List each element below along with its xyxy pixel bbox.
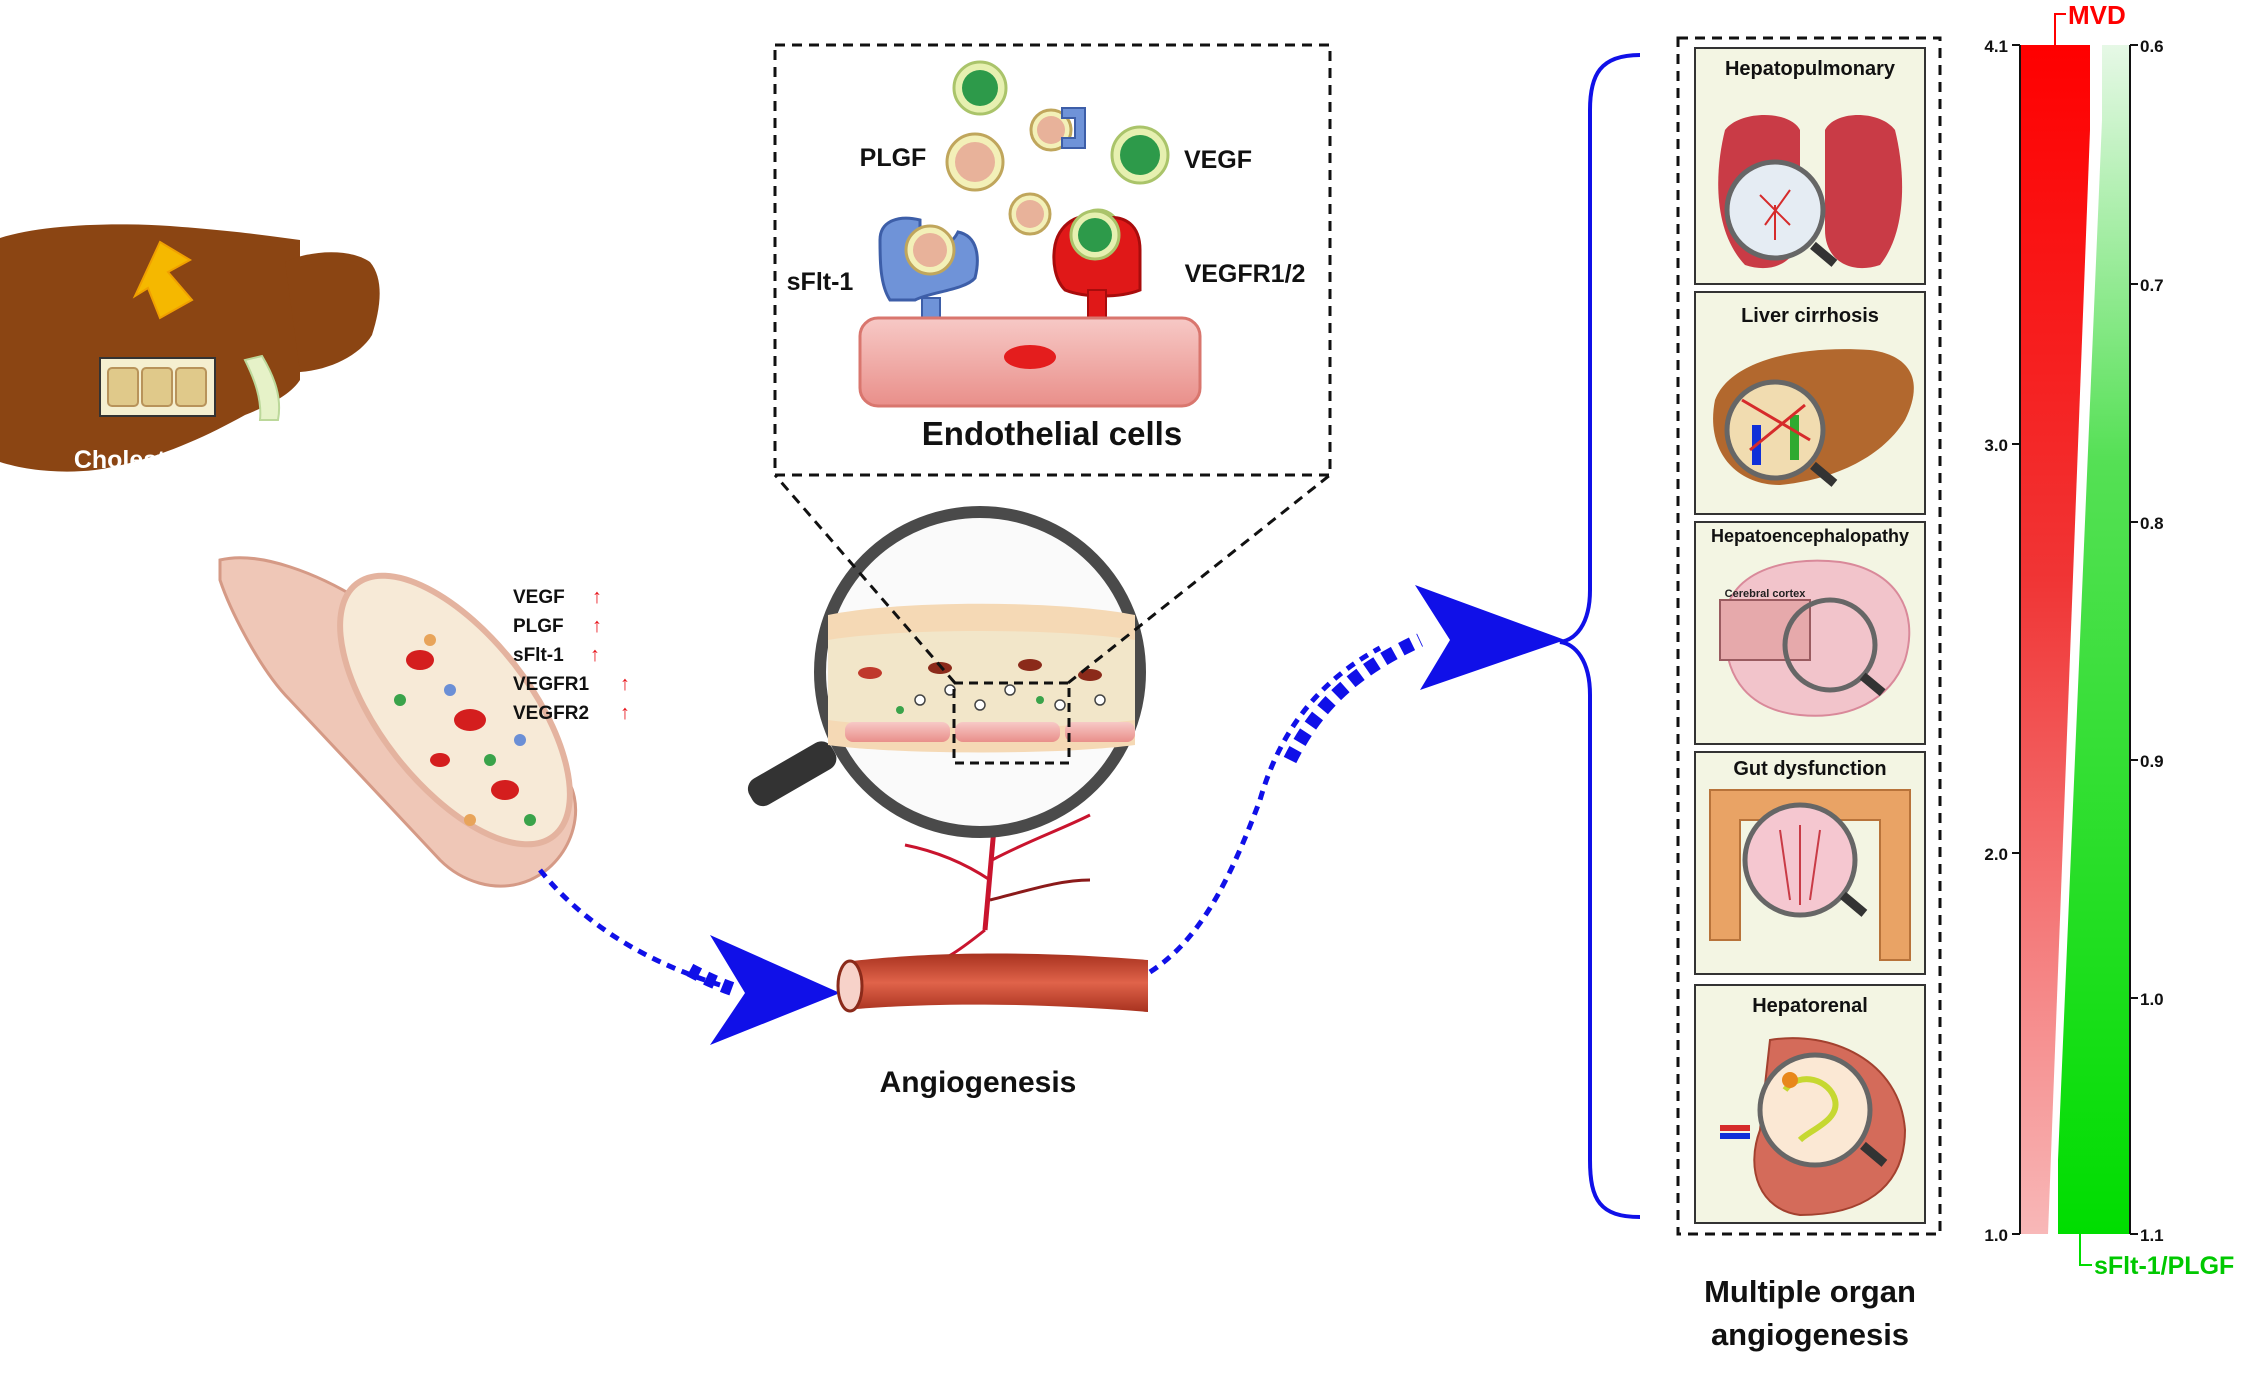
plasma-particle: [394, 694, 406, 706]
panel-hepatopulmonary: Hepatopulmonary: [1694, 47, 1926, 285]
arrowhead-icon: [710, 935, 840, 1045]
plasma-particle: [424, 634, 436, 646]
lung-right: [1825, 115, 1903, 269]
colon: [1709, 789, 1911, 961]
liver-label-line2: cirrhosis: [75, 478, 181, 506]
panel-title-hepatopulmonary: Hepatopulmonary: [1725, 58, 1896, 80]
panel-liver-cirrhosis: Liver cirrhosis: [1694, 291, 1926, 515]
zoom-box: [952, 681, 1071, 765]
mvd-scale-bar: [2020, 45, 2090, 1234]
blood-vessel-illustration: [218, 556, 577, 888]
hepatocyte-cell: [175, 367, 207, 407]
organ-panels-frame: [1676, 36, 1942, 1236]
red-blood-cell: [454, 709, 486, 731]
panel-gut-dysfunction: Gut dysfunction: [1694, 751, 1926, 975]
mvd-tick-label: 3.0: [1984, 436, 2008, 455]
marker-list: VEGF PLGF sFlt-1 VEGFR1 VEGFR2 ↑ ↑ ↑ ↑ ↑: [513, 586, 630, 724]
plgf-label: PLGF: [860, 144, 927, 172]
sflt1-label: sFlt-1: [787, 268, 854, 296]
ratio-tick-label: 1.0: [2140, 990, 2164, 1009]
marker-vegf: VEGF: [513, 587, 565, 608]
cerebral-cortex-block: [1719, 599, 1811, 661]
magnifier-lens: [1782, 597, 1878, 693]
endothelial-title: Endothelial cells: [922, 415, 1182, 452]
mvd-label: MVD: [2068, 0, 2126, 30]
sflt-fragment: [1061, 107, 1086, 149]
liver-shape: [0, 224, 300, 472]
liver-right-lobe: [285, 252, 380, 372]
red-blood-cell: [406, 650, 434, 670]
endothelial-cell: [955, 722, 1060, 742]
endothelial-cell: [1065, 722, 1135, 742]
zoom-line: [1067, 473, 1331, 685]
ratio-tick-label: 0.6: [2140, 37, 2164, 56]
ratio-label: sFlt-1/PLGF: [2094, 1252, 2234, 1280]
mvd-tick-label: 2.0: [1984, 845, 2008, 864]
hepatocyte-cell: [141, 367, 173, 407]
mvd-tick-label: 1.0: [1984, 1226, 2008, 1245]
marker-vegfr1: VEGFR1: [513, 674, 589, 695]
vegf-label: VEGF: [1184, 146, 1252, 174]
plasma-particle: [524, 814, 536, 826]
bile-duct: [243, 354, 281, 421]
plasma-particle: [484, 754, 496, 766]
cerebral-cortex-label: Cerebral cortex: [1725, 588, 1807, 600]
angiogenesis-label: Angiogenesis: [880, 1066, 1077, 1099]
organ-panels: Hepatopulmonary Liver cirrhosis Hepatoen…: [1676, 36, 1942, 1352]
magnifier-illustration: [747, 506, 1146, 838]
up-arrow-icon: ↑: [620, 702, 630, 724]
arrowhead-icon: [1415, 585, 1565, 690]
organ-caption-line2: angiogenesis: [1711, 1317, 1909, 1352]
up-arrow-icon: ↑: [620, 673, 630, 695]
endothelial-cell: [845, 722, 950, 742]
mvd-tick-label: 4.1: [1984, 37, 2008, 56]
panel-title-gut-dysfunction: Gut dysfunction: [1733, 758, 1886, 780]
plgf-molecule: [945, 108, 1073, 236]
flow-arrow-angiogenesis-to-organs: [1148, 585, 1565, 975]
lightning-icon: [132, 240, 194, 320]
liver-illustration: Cholestasis cirrhosis: [0, 224, 380, 506]
plasma-particle: [464, 814, 476, 826]
liver-label-line1: Cholestasis: [74, 446, 214, 474]
vessel-lumen: [337, 572, 573, 848]
ratio-tick-label: 0.7: [2140, 276, 2164, 295]
up-arrow-icon: ↑: [592, 586, 602, 608]
cell-nucleus: [1004, 345, 1056, 369]
panel-title-hepatoencephalopathy: Hepatoencephalopathy: [1711, 526, 1909, 546]
plasma-particle: [444, 684, 456, 696]
panel-hepatoencephalopathy: Hepatoencephalopathy Cerebral cortex: [1694, 521, 1926, 745]
ratio-tick-label: 0.9: [2140, 752, 2164, 771]
scale-bars: 4.1 3.0 2.0 1.0 MVD 0.6 0.7 0.8 0.9 1.0 …: [1984, 0, 2234, 1280]
red-blood-cell: [491, 780, 519, 800]
marker-vegfr2: VEGFR2: [513, 703, 589, 724]
plasma-particle: [514, 734, 526, 746]
ratio-scale-bar: [2058, 45, 2130, 1234]
vegfr-label: VEGFR1/2: [1185, 260, 1306, 288]
hepatocyte-cell: [107, 367, 139, 407]
organ-caption-line1: Multiple organ: [1704, 1274, 1916, 1309]
flow-arrow-vessel-to-angiogenesis: [538, 868, 840, 1045]
magnifier-handle: [747, 741, 837, 807]
ratio-tick-label: 1.1: [2140, 1226, 2164, 1245]
up-arrow-icon: ↑: [590, 644, 600, 666]
brace: [1559, 53, 1641, 1219]
zoom-line: [773, 474, 957, 684]
ratio-tick-label: 0.8: [2140, 514, 2164, 533]
up-arrow-icon: ↑: [592, 615, 602, 637]
vessel-opening: [836, 959, 864, 1013]
panel-title-hepatorenal: Hepatorenal: [1752, 995, 1868, 1017]
endothelial-inset: PLGF VEGF sFlt-1 VEGFR1/2 Endothelial ce…: [773, 43, 1332, 477]
angiogenesis-vessel: [845, 953, 1148, 1012]
magnifier-lens: [1757, 1052, 1873, 1168]
panel-hepatorenal: Hepatorenal: [1694, 984, 1926, 1224]
red-blood-cell: [430, 753, 450, 767]
panel-title-liver-cirrhosis: Liver cirrhosis: [1741, 305, 1879, 327]
marker-plgf: PLGF: [513, 616, 564, 637]
marker-sflt: sFlt-1: [513, 645, 564, 666]
